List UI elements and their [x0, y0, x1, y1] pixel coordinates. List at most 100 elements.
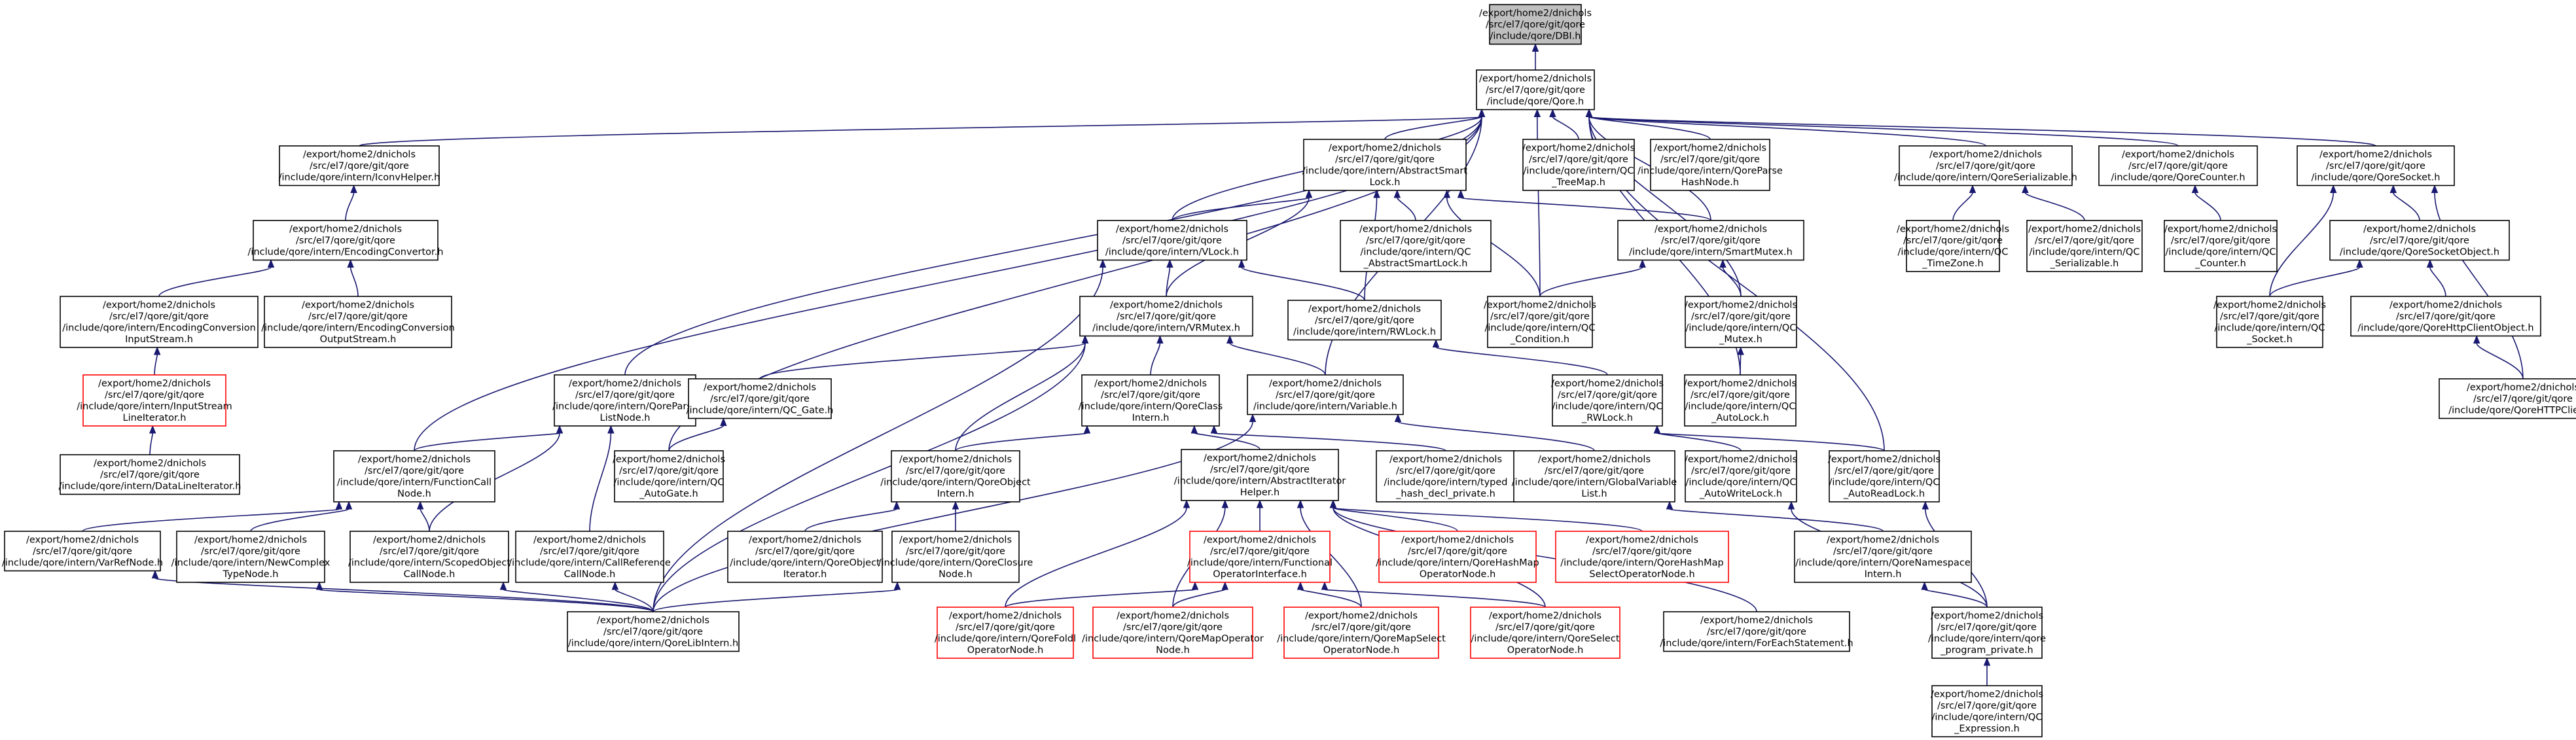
node-smartmutex[interactable]: /export/home2/dnichols/src/el7/qore/git/… — [1617, 220, 1804, 261]
node-objiter[interactable]: /export/home2/dnichols/src/el7/qore/git/… — [727, 531, 883, 583]
node-qccond[interactable]: /export/home2/dnichols/src/el7/qore/git/… — [1484, 296, 1596, 348]
node-label-line: /export/home2/dnichols — [613, 455, 725, 465]
node-label-line: /src/el7/qore/git/qore — [2326, 161, 2425, 171]
node-parsehash[interactable]: /export/home2/dnichols/src/el7/qore/git/… — [1637, 139, 1783, 191]
node-variable[interactable]: /export/home2/dnichols/src/el7/qore/git/… — [1247, 374, 1404, 415]
node-objintern[interactable]: /export/home2/dnichols/src/el7/qore/git/… — [880, 450, 1031, 502]
node-mapop[interactable]: /export/home2/dnichols/src/el7/qore/git/… — [1082, 607, 1264, 659]
node-label-line: /include/qore/intern/QC — [1485, 323, 1596, 334]
node-globalvar[interactable]: /export/home2/dnichols/src/el7/qore/git/… — [1512, 450, 1677, 502]
node-qcautogate[interactable]: /export/home2/dnichols/src/el7/qore/git/… — [613, 450, 725, 502]
node-qore[interactable]: /export/home2/dnichols/src/el7/qore/git/… — [1476, 69, 1595, 111]
node-qcabs[interactable]: /export/home2/dnichols/src/el7/qore/git/… — [1340, 220, 1492, 272]
node-box — [1794, 531, 1972, 583]
node-httpclient[interactable]: /export/home2/dnichols/src/el7/qore/git/… — [2439, 378, 2576, 419]
node-callref[interactable]: /export/home2/dnichols/src/el7/qore/git/… — [509, 531, 671, 583]
node-encoutput[interactable]: /export/home2/dnichols/src/el7/qore/git/… — [261, 296, 455, 348]
node-abslock[interactable]: /export/home2/dnichols/src/el7/qore/git/… — [1302, 139, 1467, 191]
node-box — [1555, 531, 1729, 583]
node-progpriv[interactable]: /export/home2/dnichols/src/el7/qore/git/… — [1928, 607, 2046, 659]
node-hashmapsel[interactable]: /export/home2/dnichols/src/el7/qore/git/… — [1555, 531, 1729, 583]
node-vrmutex[interactable]: /export/home2/dnichols/src/el7/qore/git/… — [1079, 296, 1253, 337]
node-box — [2350, 296, 2541, 337]
node-classintern[interactable]: /export/home2/dnichols/src/el7/qore/git/… — [1079, 374, 1223, 427]
node-datalineiter[interactable]: /export/home2/dnichols/src/el7/qore/git/… — [59, 454, 241, 495]
node-label-line: /include/qore/intern/QC_Gate.h — [687, 406, 834, 416]
edge-arrowhead — [1737, 346, 1744, 355]
node-qcautowrite[interactable]: /export/home2/dnichols/src/el7/qore/git/… — [1685, 450, 1797, 502]
node-label-line: /export/home2/dnichols — [2319, 150, 2432, 160]
edge-arrowhead — [1666, 501, 1673, 510]
node-label-line: Helper.h — [1240, 487, 1279, 498]
edge-libintern-to-scopedobj — [503, 589, 654, 612]
edge-arrowhead — [1221, 499, 1229, 508]
node-label-line: /export/home2/dnichols — [194, 535, 307, 546]
node-serializable[interactable]: /export/home2/dnichols/src/el7/qore/git/… — [1894, 145, 2077, 186]
edge-libintern-to-closure — [653, 589, 898, 612]
node-label-line: /include/qore/intern/DataLineIterator.h — [59, 482, 241, 492]
node-label-line: /export/home2/dnichols — [1654, 143, 1766, 154]
node-qctree[interactable]: /export/home2/dnichols/src/el7/qore/git/… — [1522, 139, 1635, 191]
node-iconv[interactable]: /export/home2/dnichols/src/el7/qore/git/… — [279, 145, 440, 186]
node-inputstreamline[interactable]: /export/home2/dnichols/src/el7/qore/git/… — [77, 374, 232, 427]
edge-variable-to-vrmutex — [1229, 342, 1326, 376]
node-httpclientobj[interactable]: /export/home2/dnichols/src/el7/qore/git/… — [2350, 296, 2541, 337]
node-qcmutex[interactable]: /export/home2/dnichols/src/el7/qore/git/… — [1685, 296, 1797, 348]
edge-arrowhead — [1457, 189, 1465, 198]
node-socketobj[interactable]: /export/home2/dnichols/src/el7/qore/git/… — [2329, 220, 2510, 261]
node-foreach[interactable]: /export/home2/dnichols/src/el7/qore/git/… — [1660, 611, 1853, 652]
node-qcser[interactable]: /export/home2/dnichols/src/el7/qore/git/… — [2026, 220, 2143, 272]
node-encconv[interactable]: /export/home2/dnichols/src/el7/qore/git/… — [248, 220, 444, 261]
node-label-line: /export/home2/dnichols — [1931, 690, 2043, 700]
edge-progpriv-to-nsintern — [1923, 589, 1988, 608]
node-selectop[interactable]: /export/home2/dnichols/src/el7/qore/git/… — [1470, 607, 1620, 659]
node-varref[interactable]: /export/home2/dnichols/src/el7/qore/git/… — [2, 531, 163, 572]
node-qctz[interactable]: /export/home2/dnichols/src/el7/qore/git/… — [1897, 220, 2009, 272]
node-funccall[interactable]: /export/home2/dnichols/src/el7/qore/git/… — [333, 450, 495, 502]
node-closure[interactable]: /export/home2/dnichols/src/el7/qore/git/… — [878, 531, 1033, 583]
node-label-line: /src/el7/qore/git/qore — [603, 627, 703, 637]
node-counter[interactable]: /export/home2/dnichols/src/el7/qore/git/… — [2098, 145, 2258, 186]
node-label-line: OperatorInterface.h — [1213, 569, 1307, 580]
node-label-line: /src/el7/qore/git/qore — [1486, 85, 1585, 96]
edge-qcautoread-to-qcrwlock — [1656, 432, 1885, 451]
node-label-line: /include/qore/intern/QoreSerializable.h — [1894, 173, 2077, 183]
node-parselist[interactable]: /export/home2/dnichols/src/el7/qore/git/… — [552, 374, 698, 427]
node-qcsocket[interactable]: /export/home2/dnichols/src/el7/qore/git/… — [2213, 296, 2326, 348]
node-box — [614, 450, 724, 502]
node-label-line: /export/home2/dnichols — [358, 455, 471, 465]
node-qccounter[interactable]: /export/home2/dnichols/src/el7/qore/git/… — [2164, 220, 2278, 272]
node-newcomplex[interactable]: /export/home2/dnichols/src/el7/qore/git/… — [171, 531, 331, 583]
node-qcautoread[interactable]: /export/home2/dnichols/src/el7/qore/git/… — [1828, 450, 1941, 502]
node-box — [688, 378, 832, 419]
node-funcop[interactable]: /export/home2/dnichols/src/el7/qore/git/… — [1187, 531, 1333, 583]
node-nsintern[interactable]: /export/home2/dnichols/src/el7/qore/git/… — [1794, 531, 1972, 583]
node-rwlock[interactable]: /export/home2/dnichols/src/el7/qore/git/… — [1287, 300, 1442, 341]
node-qcrwlock[interactable]: /export/home2/dnichols/src/el7/qore/git/… — [1551, 374, 1664, 427]
node-box — [82, 374, 226, 427]
node-label-line: /include/qore/DBI.h — [1490, 31, 1581, 42]
node-absiter[interactable]: /export/home2/dnichols/src/el7/qore/git/… — [1174, 449, 1346, 501]
node-scopedobj[interactable]: /export/home2/dnichols/src/el7/qore/git/… — [348, 531, 510, 583]
node-hashmap[interactable]: /export/home2/dnichols/src/el7/qore/git/… — [1376, 531, 1539, 583]
node-encinput[interactable]: /export/home2/dnichols/src/el7/qore/git/… — [60, 296, 259, 348]
node-box — [1283, 607, 1439, 659]
node-box — [2297, 145, 2455, 186]
node-vlock[interactable]: /export/home2/dnichols/src/el7/qore/git/… — [1097, 220, 1247, 261]
node-typedhash[interactable]: /export/home2/dnichols/src/el7/qore/git/… — [1376, 450, 1516, 502]
node-label-line: /src/el7/qore/git/qore — [2396, 311, 2496, 322]
node-foldl[interactable]: /export/home2/dnichols/src/el7/qore/git/… — [935, 607, 1076, 659]
node-libintern[interactable]: /export/home2/dnichols/src/el7/qore/git/… — [567, 611, 740, 652]
node-qcgate[interactable]: /export/home2/dnichols/src/el7/qore/git/… — [687, 378, 834, 419]
node-socket[interactable]: /export/home2/dnichols/src/el7/qore/git/… — [2297, 145, 2455, 186]
node-label-line: /include/qore/intern/VRMutex.h — [1092, 323, 1240, 334]
node-qcexpr[interactable]: /export/home2/dnichols/src/el7/qore/git/… — [1931, 685, 2043, 737]
node-label-line: /export/home2/dnichols — [1204, 453, 1316, 464]
node-mapsel[interactable]: /export/home2/dnichols/src/el7/qore/git/… — [1277, 607, 1446, 659]
edge-arrowhead — [149, 425, 156, 434]
node-label-line: /include/qore/intern/typed — [1384, 478, 1507, 488]
edge-arrowhead — [1533, 109, 1541, 117]
node-qcautolock[interactable]: /export/home2/dnichols/src/el7/qore/git/… — [1684, 374, 1797, 427]
node-label-line: /include/qore/intern/QC — [614, 478, 724, 488]
